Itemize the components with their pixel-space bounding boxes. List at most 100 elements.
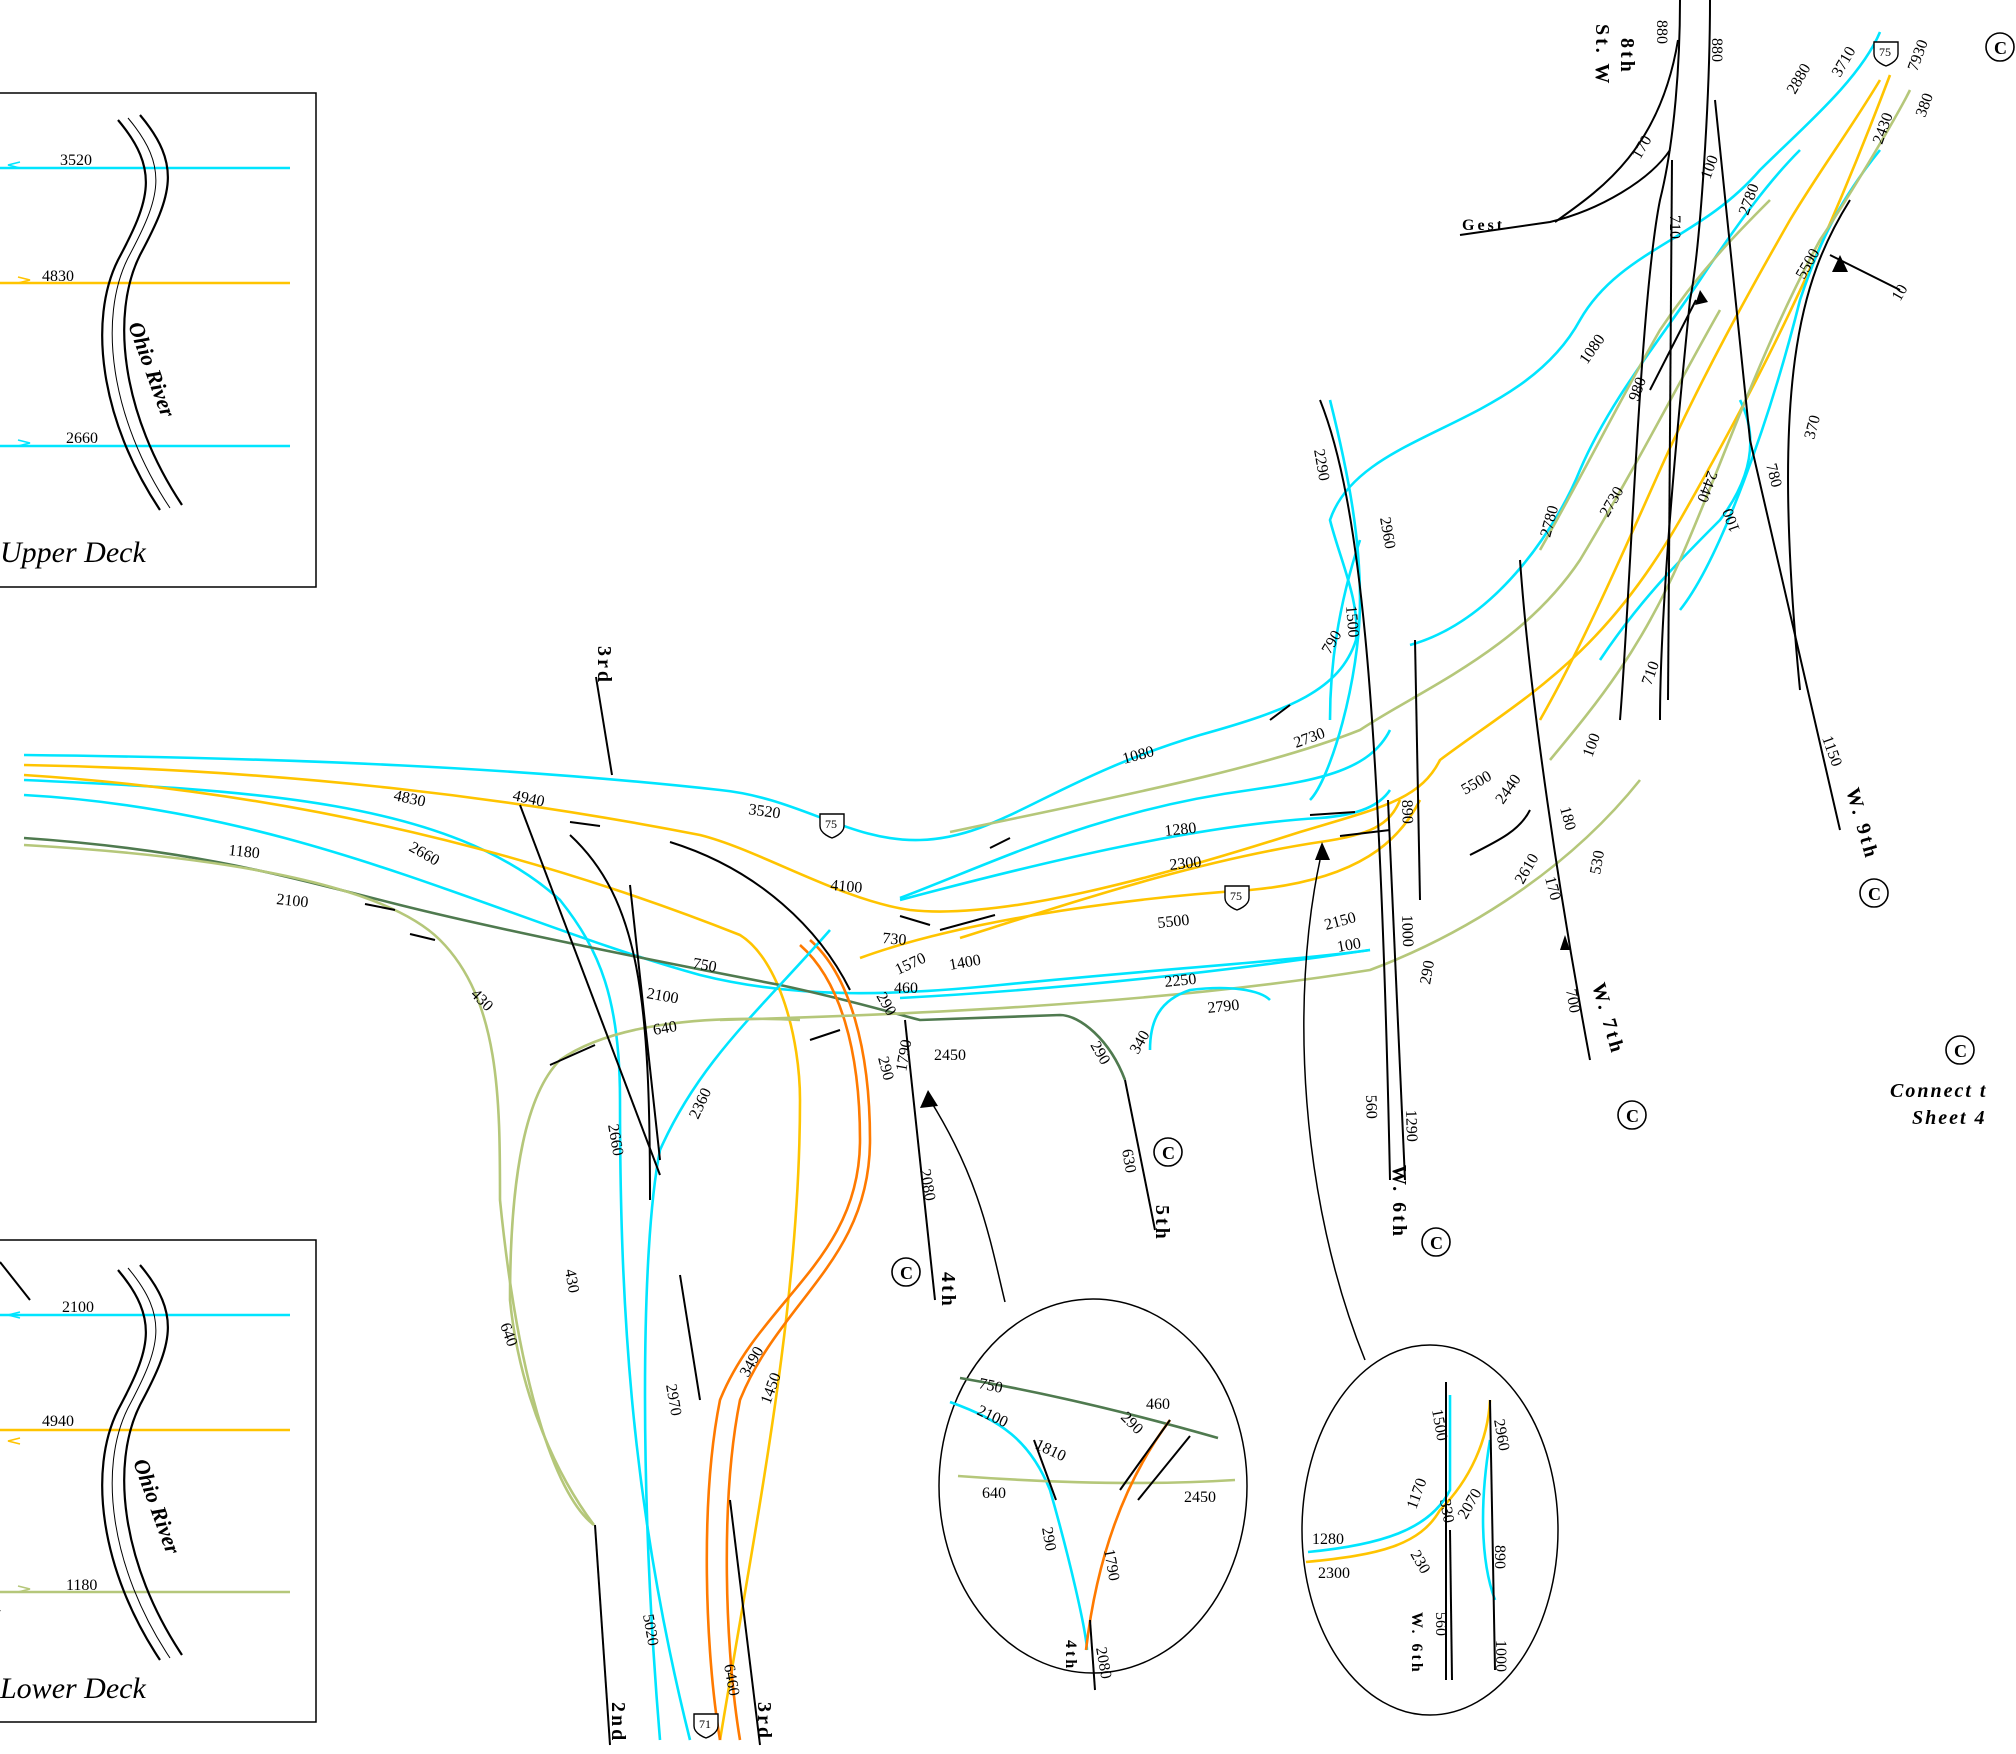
- volume-label: 2660: [406, 839, 442, 870]
- volume-label: 290: [874, 1055, 897, 1083]
- svg-text:C: C: [900, 1263, 913, 1283]
- arrow-icon: [1560, 935, 1570, 950]
- volume-label: 1080: [1121, 743, 1156, 768]
- river-bank-right: [123, 1264, 183, 1656]
- volume-label: 2100: [276, 891, 310, 911]
- volume-label: 1790: [893, 1038, 915, 1072]
- road-tick: [989, 837, 1011, 849]
- lgreen-5500-ramp: [1549, 89, 1912, 761]
- volume-label: 1570: [893, 950, 929, 979]
- road-tick: [409, 933, 436, 941]
- volume-label: 890: [1398, 800, 1416, 825]
- yellow-4830-ramp: [23, 773, 802, 1741]
- detail-street-label: W. 6th: [1408, 1612, 1425, 1675]
- second-street: [594, 1524, 611, 1746]
- detail-road: [1089, 1619, 1096, 1691]
- volume-label: 4830: [392, 787, 427, 810]
- eighth-street-left: [1619, 0, 1681, 721]
- volume-label: 640: [652, 1018, 679, 1039]
- cyan-2660-ramp: [23, 778, 692, 1741]
- volume-label: 780: [1762, 462, 1785, 490]
- street-label-w9th: W. 9th: [1841, 785, 1883, 862]
- connect-note-line1: Connect t: [1890, 1080, 1987, 1102]
- cyan-5020-ramp: [643, 929, 831, 1741]
- shield-number: 71: [699, 1717, 711, 1731]
- detail-label: 330: [1436, 1498, 1457, 1525]
- cyan-2250-ramp: [899, 948, 1371, 1000]
- detail-road: [1449, 1529, 1453, 1681]
- road-segment: [679, 1274, 701, 1401]
- volume-label: 380: [1913, 91, 1937, 119]
- svg-text:C: C: [1430, 1233, 1443, 1253]
- w6th-street-right: [1387, 799, 1406, 1181]
- svg-text:C: C: [1954, 1041, 1967, 1061]
- volume-label: 2360: [686, 1086, 715, 1122]
- detail-road: [1033, 1439, 1057, 1501]
- lower-volume-2: 4940: [42, 1413, 74, 1430]
- lower-deck-title: Lower Deck: [0, 1672, 146, 1705]
- orange-3490-ramp: [705, 944, 862, 1741]
- detail-label: 750: [977, 1375, 1004, 1397]
- shield-number: 75: [825, 817, 837, 831]
- arrow-icon: [7, 161, 21, 169]
- volume-label: 100: [1698, 153, 1722, 181]
- lower-deck-frame: [0, 1239, 317, 1723]
- road-tick: [1339, 829, 1391, 837]
- shield-number: 75: [1230, 889, 1242, 903]
- volume-label: 4100: [830, 877, 863, 897]
- volume-label: 880: [1653, 20, 1670, 44]
- cyan-2960-ramp: [1309, 399, 1362, 801]
- road-segment: [669, 841, 851, 991]
- connector-c-mark: C: [1985, 32, 2015, 62]
- street-label-8th: 8th: [1616, 38, 1638, 75]
- volume-label: 1180: [228, 842, 261, 862]
- volume-label: 750: [691, 955, 718, 976]
- connector-marks: C C C C C C C Connect t Sheet 4: [891, 32, 2015, 1287]
- volume-label: 430: [467, 986, 496, 1015]
- volume-label: 170: [1541, 875, 1564, 903]
- volume-label: 430: [561, 1268, 582, 1295]
- street-label-2nd: 2nd: [607, 1702, 629, 1743]
- detail-label: 1280: [1312, 1531, 1344, 1548]
- detail-label: 560: [1432, 1612, 1449, 1636]
- arrow-icon: [1832, 255, 1848, 272]
- street-label-3rd-bottom: 3rd: [753, 1702, 775, 1741]
- road-tick: [569, 821, 601, 827]
- w7th-street: [1519, 559, 1591, 1061]
- street-label-w6th: W. 6th: [1388, 1165, 1410, 1239]
- yellow-2300-ramp: [959, 799, 1402, 940]
- volume-label: 290: [1417, 959, 1438, 986]
- volume-label: 1080: [1576, 331, 1608, 367]
- detail-road: [1489, 1399, 1496, 1671]
- road-segment: [1414, 639, 1421, 901]
- detail-road: [1137, 1435, 1191, 1501]
- road-tick: [899, 915, 931, 926]
- detail-label: 2960: [1490, 1418, 1512, 1452]
- volume-label: 2150: [1323, 909, 1358, 934]
- road-segment: [1554, 39, 1679, 223]
- connector-c-mark: C: [1153, 1137, 1183, 1167]
- third-street-top: [595, 676, 613, 776]
- upper-volume-3: 2660: [66, 430, 98, 447]
- lower-deck-road-stub: [0, 1261, 31, 1301]
- svg-text:C: C: [1162, 1143, 1175, 1163]
- road-tick: [364, 903, 396, 911]
- volume-label: 710: [1666, 215, 1683, 239]
- volume-label: 2610: [1512, 851, 1543, 887]
- arrow-icon: [1315, 842, 1330, 860]
- w9th-street: [1714, 99, 1841, 831]
- detail-bubble-w6th: 1500 2960 1170 330 2070 1280 2300 230 89…: [1301, 1344, 1559, 1716]
- detail-label: 890: [1491, 1545, 1508, 1569]
- detail-yellow-line: [1305, 1399, 1492, 1564]
- volume-label: 3520: [747, 801, 781, 822]
- arrow-icon: [17, 276, 31, 284]
- detail-cyan-line: [949, 1400, 1089, 1651]
- arrow-icon: [7, 1437, 21, 1445]
- detail-label: 2080: [1092, 1646, 1114, 1680]
- upper-volume-2: 4830: [42, 268, 74, 285]
- volume-label: 710: [1639, 659, 1663, 687]
- yellow-2440-ramp: [1538, 79, 1882, 721]
- volume-label: 6460: [720, 1663, 742, 1697]
- i75-shield-icon: 75: [1224, 885, 1250, 911]
- river-bank-mid: [111, 1267, 171, 1659]
